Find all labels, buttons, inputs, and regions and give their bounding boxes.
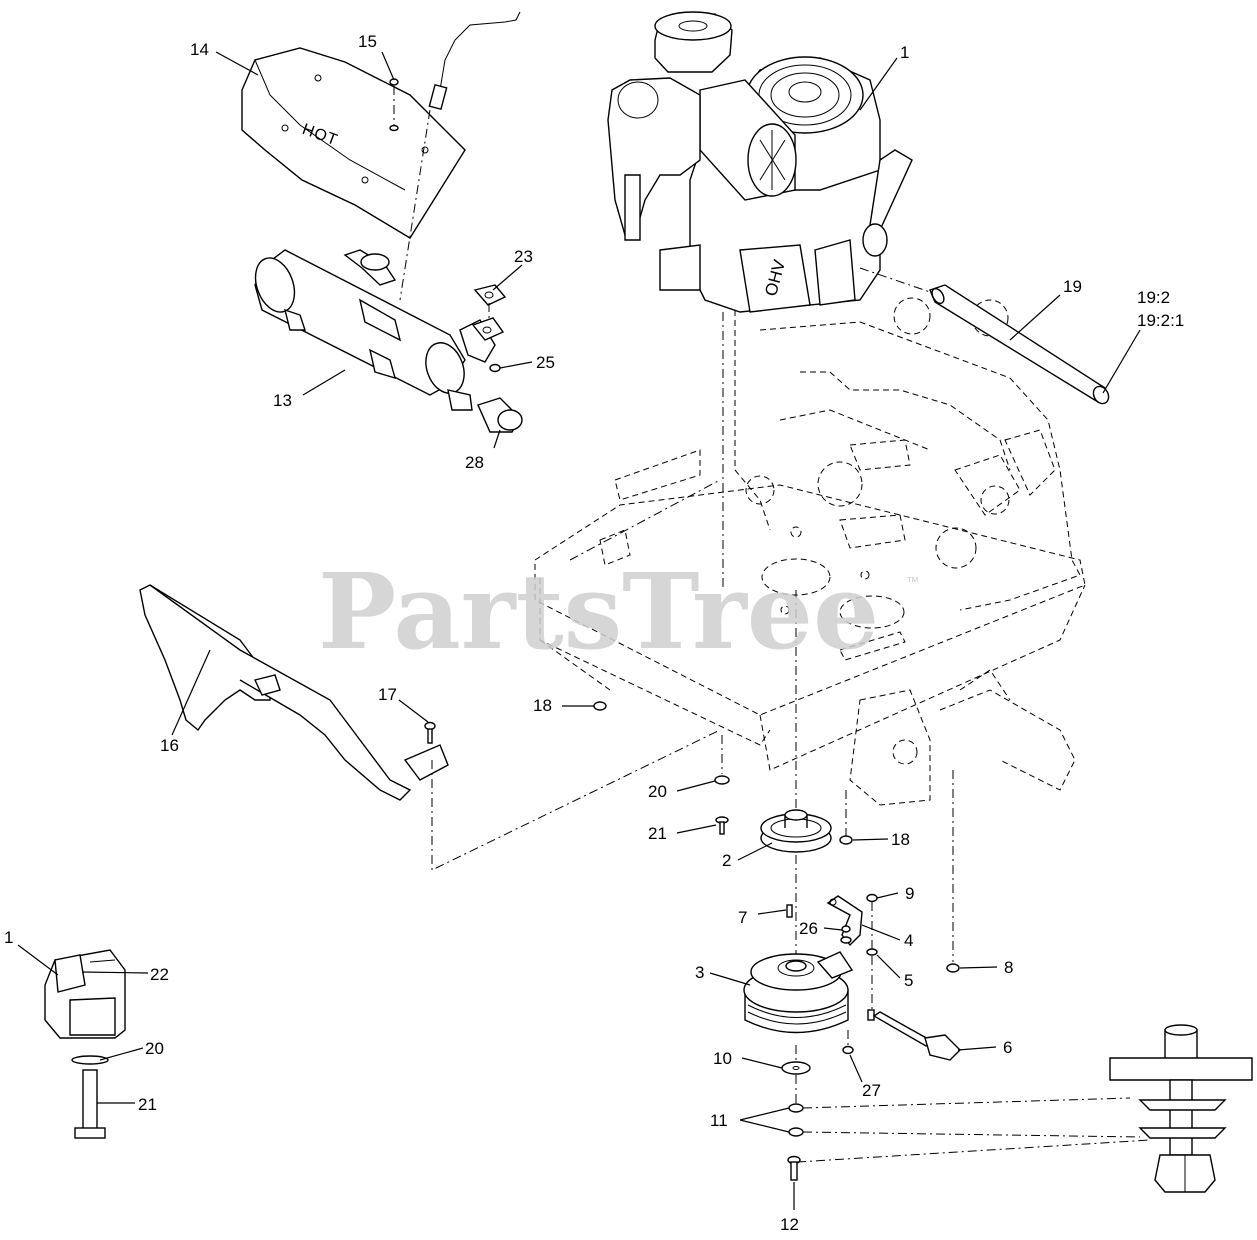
drive-shaft-part-19 <box>859 267 1110 405</box>
watermark-text: PartsTree <box>318 550 879 673</box>
washer-part-10 <box>781 1045 811 1075</box>
callout-10: 10 <box>713 1049 732 1068</box>
callout-25: 25 <box>536 353 555 372</box>
callout-26: 26 <box>799 919 818 938</box>
callout-11: 11 <box>710 1111 728 1130</box>
callout-7: 7 <box>738 908 747 927</box>
engine-part-1: OHV <box>607 11 913 590</box>
rod-part-6 <box>867 1009 961 1061</box>
callout-2: 2 <box>722 851 731 870</box>
callout-4: 4 <box>904 931 913 950</box>
screw-part-27 <box>842 1030 854 1055</box>
coupler-part-28 <box>477 397 523 433</box>
screw-part-9 <box>866 893 878 950</box>
callout-22: 22 <box>150 965 169 984</box>
gasket-part-23 <box>471 284 507 341</box>
callout-19-2-1: 19:2:1 <box>1137 311 1184 330</box>
bolt-part-21 <box>715 816 729 835</box>
frame-chassis <box>534 297 1086 806</box>
callout-15: 15 <box>358 32 377 51</box>
callout-8: 8 <box>1004 958 1013 977</box>
spacer-part-26 <box>840 925 852 944</box>
callout-12: 12 <box>780 1215 799 1234</box>
key-part-7 <box>786 855 797 960</box>
partstree-watermark: PartsTree ™ <box>318 550 919 673</box>
washer-part-20 <box>714 735 730 785</box>
callout-13: 13 <box>273 391 292 410</box>
callout-18-top: 18 <box>533 696 552 715</box>
callout-19: 19 <box>1063 277 1082 296</box>
callout-20-inset: 20 <box>145 1039 164 1058</box>
callout-18-bottom: 18 <box>891 830 910 849</box>
stack-detail <box>1109 1024 1253 1193</box>
nut-part-18-top <box>593 701 607 711</box>
nut-part-25 <box>489 363 501 373</box>
watermark-trademark: ™ <box>906 574 919 589</box>
callout-20-main: 20 <box>648 782 667 801</box>
callout-6: 6 <box>1003 1038 1012 1057</box>
callout-19-2: 19:2 <box>1137 288 1170 307</box>
callout-5: 5 <box>904 971 913 990</box>
callout-14: 14 <box>190 40 209 59</box>
callout-28: 28 <box>465 453 484 472</box>
callout-numbers: 1 14 15 23 25 13 28 19 19:2 19:2:1 16 17… <box>4 32 1184 1234</box>
callout-3: 3 <box>695 963 704 982</box>
callout-1-inset: 1 <box>4 928 13 947</box>
screw-part-15 <box>389 78 399 132</box>
sensor-wire <box>399 11 521 301</box>
washer-part-5 <box>866 948 878 1010</box>
handle-bar-part-16 <box>139 584 449 801</box>
pulley-part-2 <box>760 590 832 853</box>
callout-16: 16 <box>160 736 179 755</box>
inset-engine-detail <box>44 949 126 1139</box>
washers-part-11 <box>788 1075 1141 1138</box>
callout-leaders <box>17 51 1141 1210</box>
callout-9: 9 <box>905 884 914 903</box>
callout-27: 27 <box>862 1081 881 1100</box>
bolt-part-12 <box>787 1139 1151 1181</box>
callout-21-inset: 21 <box>138 1095 157 1114</box>
callout-23: 23 <box>514 247 533 266</box>
nut-part-18-bottom <box>839 790 853 845</box>
callout-21-main: 21 <box>648 824 667 843</box>
callout-17: 17 <box>378 685 397 704</box>
clip-part-8 <box>946 770 960 973</box>
bracket-part-4 <box>826 895 863 947</box>
heat-shield-part-14: HOT <box>241 47 466 239</box>
screw-part-17 <box>424 721 436 744</box>
callout-1: 1 <box>900 43 909 62</box>
clutch-part-3 <box>743 951 854 1034</box>
muffler-part-13 <box>254 249 496 411</box>
